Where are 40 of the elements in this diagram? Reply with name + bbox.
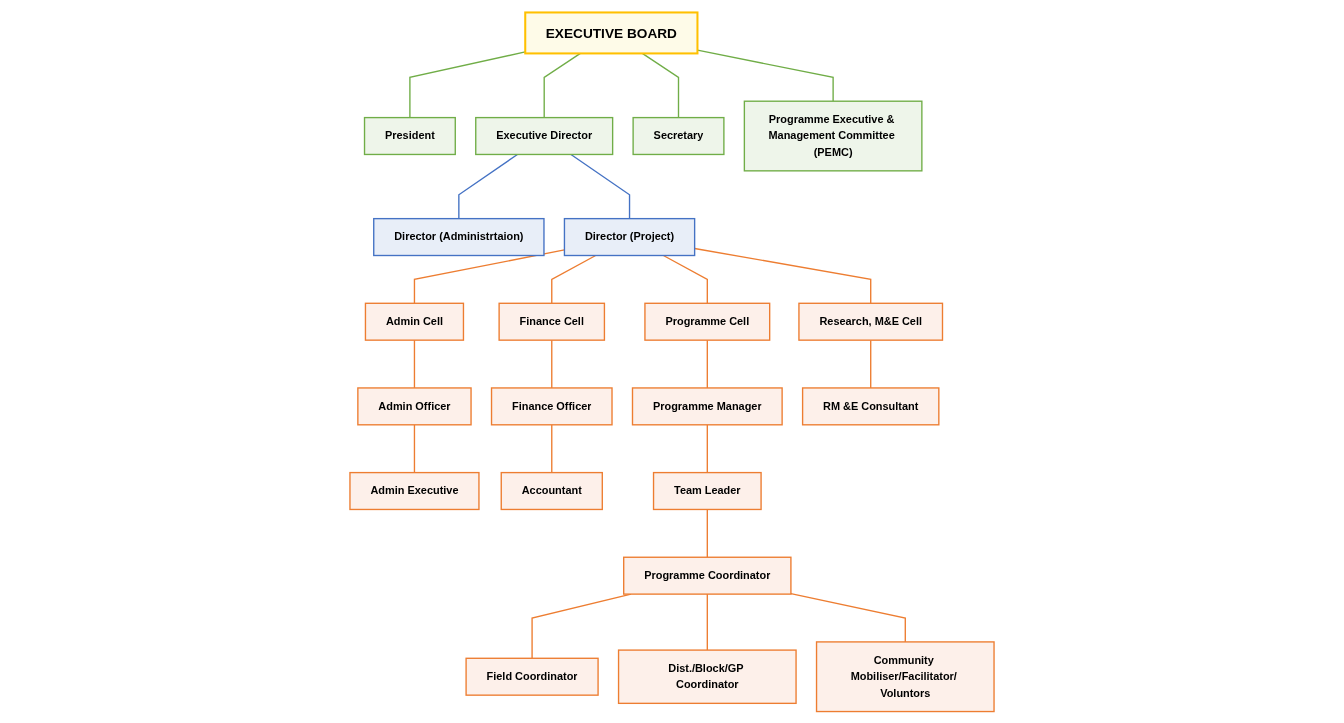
- connector: [706, 508, 708, 558]
- connector: [870, 338, 872, 389]
- node-box: Dist./Block/GP Coordinator: [617, 648, 797, 704]
- node-box: Admin Cell: [364, 302, 465, 341]
- connector: [413, 338, 416, 389]
- connector: [641, 52, 680, 118]
- node-box: Team Leader: [652, 471, 762, 510]
- node-box: President: [363, 116, 456, 155]
- node-box: Admin Officer: [357, 386, 472, 425]
- connector: [551, 338, 553, 389]
- connector: [706, 423, 708, 473]
- connector: [790, 592, 906, 643]
- node-box: Field Coordinator: [465, 657, 599, 696]
- connector: [706, 338, 708, 389]
- node-box: Director (Administrtaion): [373, 217, 545, 256]
- node-box: RM &E Consultant: [801, 386, 940, 425]
- connector: [706, 592, 708, 651]
- connector: [551, 423, 553, 473]
- node-box: Executive Director: [475, 116, 614, 155]
- node-box: EXECUTIVE BOARD: [524, 10, 699, 54]
- node-box: Programme Executive & Management Committee (PEMC): [743, 100, 923, 172]
- node-box: Programme Coordinator: [623, 556, 792, 595]
- connector: [662, 254, 708, 304]
- node-box: Programme Manager: [631, 386, 783, 425]
- connector: [543, 52, 582, 118]
- node-box: Research, M&E Cell: [798, 302, 944, 341]
- connector: [570, 153, 631, 219]
- node-box: Finance Cell: [498, 302, 606, 341]
- node-box: Accountant: [500, 471, 603, 510]
- node-box: Finance Officer: [490, 386, 613, 425]
- node-box: Secretary: [632, 116, 725, 155]
- connector: [696, 49, 834, 102]
- node-box: Community Mobiliser/Facilitator/ Voluntors: [815, 640, 995, 712]
- connector: [413, 423, 416, 473]
- connector: [409, 50, 526, 118]
- node-box: Admin Executive: [349, 471, 480, 510]
- node-box: Director (Project): [563, 217, 696, 256]
- connector: [458, 153, 519, 219]
- node-box: Programme Cell: [644, 302, 771, 341]
- connector: [551, 254, 597, 304]
